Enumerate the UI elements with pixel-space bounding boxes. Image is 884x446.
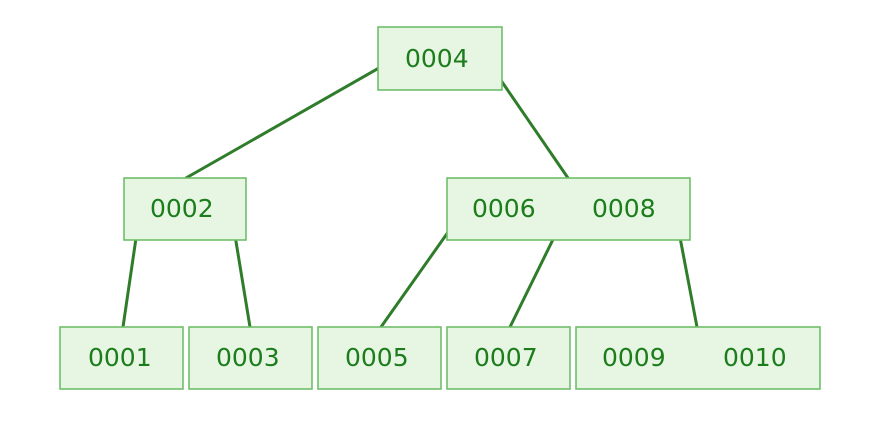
leaf-0009-0010: 0009 0010 xyxy=(575,326,821,390)
node-box xyxy=(317,326,442,390)
node-box xyxy=(188,326,313,390)
node-0002: 0002 xyxy=(123,177,247,241)
leaf-0005: 0005 xyxy=(317,326,442,390)
node-key: 0002 xyxy=(150,194,214,223)
node-key: 0006 xyxy=(472,194,536,223)
node-0006-0008: 0006 0008 xyxy=(446,177,691,241)
node-key: 0003 xyxy=(216,343,280,372)
node-box xyxy=(446,177,691,241)
node-box xyxy=(123,177,247,241)
leaf-0003: 0003 xyxy=(188,326,313,390)
node-box xyxy=(59,326,184,390)
node-box xyxy=(377,26,503,91)
leaf-0001: 0001 xyxy=(59,326,184,390)
node-key: 0001 xyxy=(88,343,152,372)
leaf-0007: 0007 xyxy=(446,326,571,390)
node-key: 0004 xyxy=(405,44,469,73)
node-root: 0004 xyxy=(377,26,503,91)
edge-root-to-node-0002 xyxy=(184,58,395,180)
node-key: 0007 xyxy=(474,343,538,372)
node-key: 0008 xyxy=(592,194,656,223)
tree-nodes: 0004 0002 0006 0008 0001 0003 0005 000 xyxy=(59,26,821,390)
node-box xyxy=(575,326,821,390)
node-box xyxy=(446,326,571,390)
node-key: 0010 xyxy=(723,343,787,372)
node-key: 0009 xyxy=(602,343,666,372)
node-key: 0005 xyxy=(345,343,409,372)
